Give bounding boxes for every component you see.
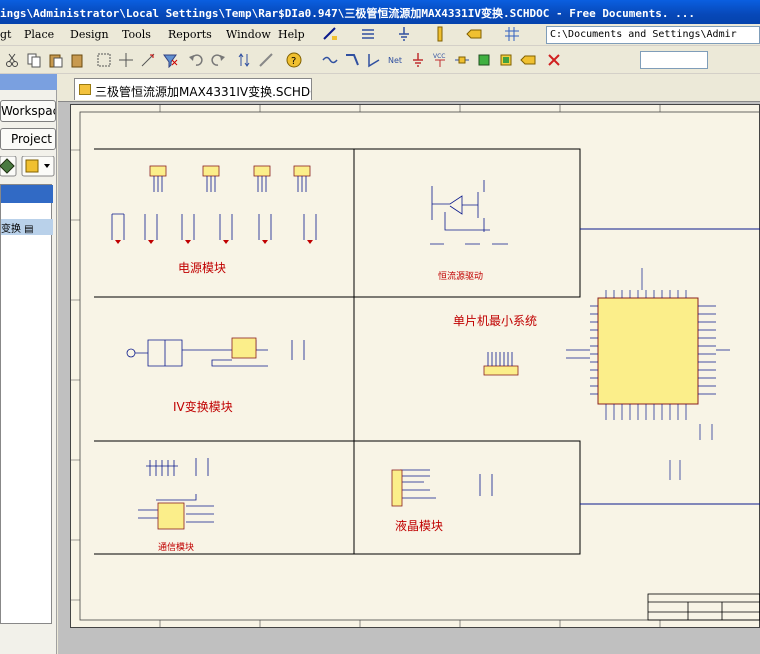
iv-module bbox=[126, 339, 305, 367]
deselect-icon[interactable] bbox=[140, 52, 156, 68]
document-tab-strip: 三极管恒流源加MAX4331IV变换.SCHDOC bbox=[58, 74, 760, 102]
schematic-doc-icon bbox=[79, 84, 91, 95]
grid-icon[interactable] bbox=[504, 26, 520, 42]
projects-panel: Workspace Project 变换 ▤ bbox=[0, 74, 57, 654]
lcd-module bbox=[400, 469, 493, 499]
mcu-chip bbox=[566, 268, 730, 480]
workspace-button[interactable]: Workspace bbox=[0, 100, 56, 122]
iv-ic bbox=[231, 337, 257, 359]
place-bus-icon[interactable] bbox=[344, 52, 360, 68]
cut-icon[interactable] bbox=[4, 52, 20, 68]
mcu-bus-wires bbox=[580, 228, 760, 505]
project-tree[interactable]: 变换 ▤ bbox=[0, 184, 53, 624]
sheet-inner-border bbox=[79, 111, 760, 621]
menu-item-window[interactable]: Window bbox=[226, 28, 271, 41]
wiring-toolbar: ? Net VCC bbox=[0, 46, 760, 74]
menu-item-reports[interactable]: Reports bbox=[168, 28, 212, 41]
block-dividers bbox=[94, 148, 581, 555]
block-label-comm: 通信模块 bbox=[158, 541, 194, 553]
sheet-border-ticks bbox=[70, 104, 661, 628]
title-block bbox=[647, 593, 760, 621]
window-title: ings\Administrator\Local Settings\Temp\R… bbox=[0, 7, 696, 20]
copy-icon[interactable] bbox=[26, 52, 42, 68]
panel-toolbar bbox=[0, 156, 55, 177]
menu-item-place[interactable]: Place bbox=[24, 28, 55, 41]
port-icon[interactable] bbox=[466, 26, 482, 42]
menu-item-project[interactable]: gt bbox=[0, 28, 12, 41]
cross-probe-icon[interactable] bbox=[258, 52, 274, 68]
block-label-iv: IV变换模块 bbox=[173, 399, 233, 414]
select-icon[interactable] bbox=[96, 52, 112, 68]
vcc-port-icon[interactable]: VCC bbox=[432, 52, 448, 68]
block-label-lcd: 液晶模块 bbox=[395, 518, 443, 533]
lcd-connector bbox=[391, 469, 403, 507]
project-button[interactable]: Project bbox=[0, 128, 56, 150]
block-label-mcu: 单片机最小系统 bbox=[453, 314, 537, 328]
window-title-bar: ings\Administrator\Local Settings\Temp\R… bbox=[0, 0, 760, 24]
bus-entry-icon[interactable] bbox=[366, 52, 382, 68]
svg-text:?: ? bbox=[291, 56, 296, 67]
place-wire-icon[interactable] bbox=[322, 52, 338, 68]
clear-filter-icon[interactable] bbox=[162, 52, 178, 68]
undo-icon[interactable] bbox=[188, 52, 204, 68]
tab-schdoc[interactable]: 三极管恒流源加MAX4331IV变换.SCHDOC bbox=[74, 78, 312, 100]
ground-icon[interactable] bbox=[396, 26, 412, 42]
comm-module bbox=[138, 458, 214, 523]
block-label-power: 电源模块 bbox=[178, 261, 226, 275]
gnd-port-icon[interactable] bbox=[410, 52, 426, 68]
tree-item-schdoc[interactable]: 变换 ▤ bbox=[1, 219, 53, 235]
hierarchy-icon[interactable] bbox=[236, 52, 252, 68]
paste-icon[interactable] bbox=[48, 52, 64, 68]
place-part-icon[interactable] bbox=[454, 52, 470, 68]
svg-text:Net: Net bbox=[388, 56, 402, 65]
net-label-icon[interactable]: Net bbox=[388, 52, 404, 68]
redo-icon[interactable] bbox=[210, 52, 226, 68]
help-icon[interactable]: ? bbox=[286, 52, 302, 68]
menu-item-tools[interactable]: Tools bbox=[122, 28, 151, 41]
comm-ic bbox=[157, 502, 185, 530]
mcu-header bbox=[483, 352, 519, 376]
menu-item-design[interactable]: Design bbox=[70, 28, 109, 41]
block-label-current-source: 恒流源驱动 bbox=[438, 270, 483, 282]
wire-tool-icon[interactable] bbox=[322, 26, 338, 42]
paste-array-icon[interactable] bbox=[70, 52, 86, 68]
move-icon[interactable] bbox=[118, 52, 134, 68]
tree-header bbox=[1, 185, 53, 203]
sheet-symbol-icon[interactable] bbox=[476, 52, 492, 68]
menu-item-help[interactable]: Help bbox=[278, 28, 305, 41]
port-place-icon[interactable] bbox=[520, 52, 536, 68]
filter-combo[interactable] bbox=[640, 51, 708, 69]
current-source-module bbox=[430, 180, 508, 245]
power-module bbox=[111, 165, 317, 244]
svg-text:VCC: VCC bbox=[433, 53, 445, 60]
no-erc-icon[interactable] bbox=[546, 52, 562, 68]
sheet-entry-icon[interactable] bbox=[498, 52, 514, 68]
bus-tool-icon[interactable] bbox=[360, 26, 376, 42]
part-icon[interactable] bbox=[432, 26, 448, 42]
panel-header bbox=[0, 74, 57, 90]
